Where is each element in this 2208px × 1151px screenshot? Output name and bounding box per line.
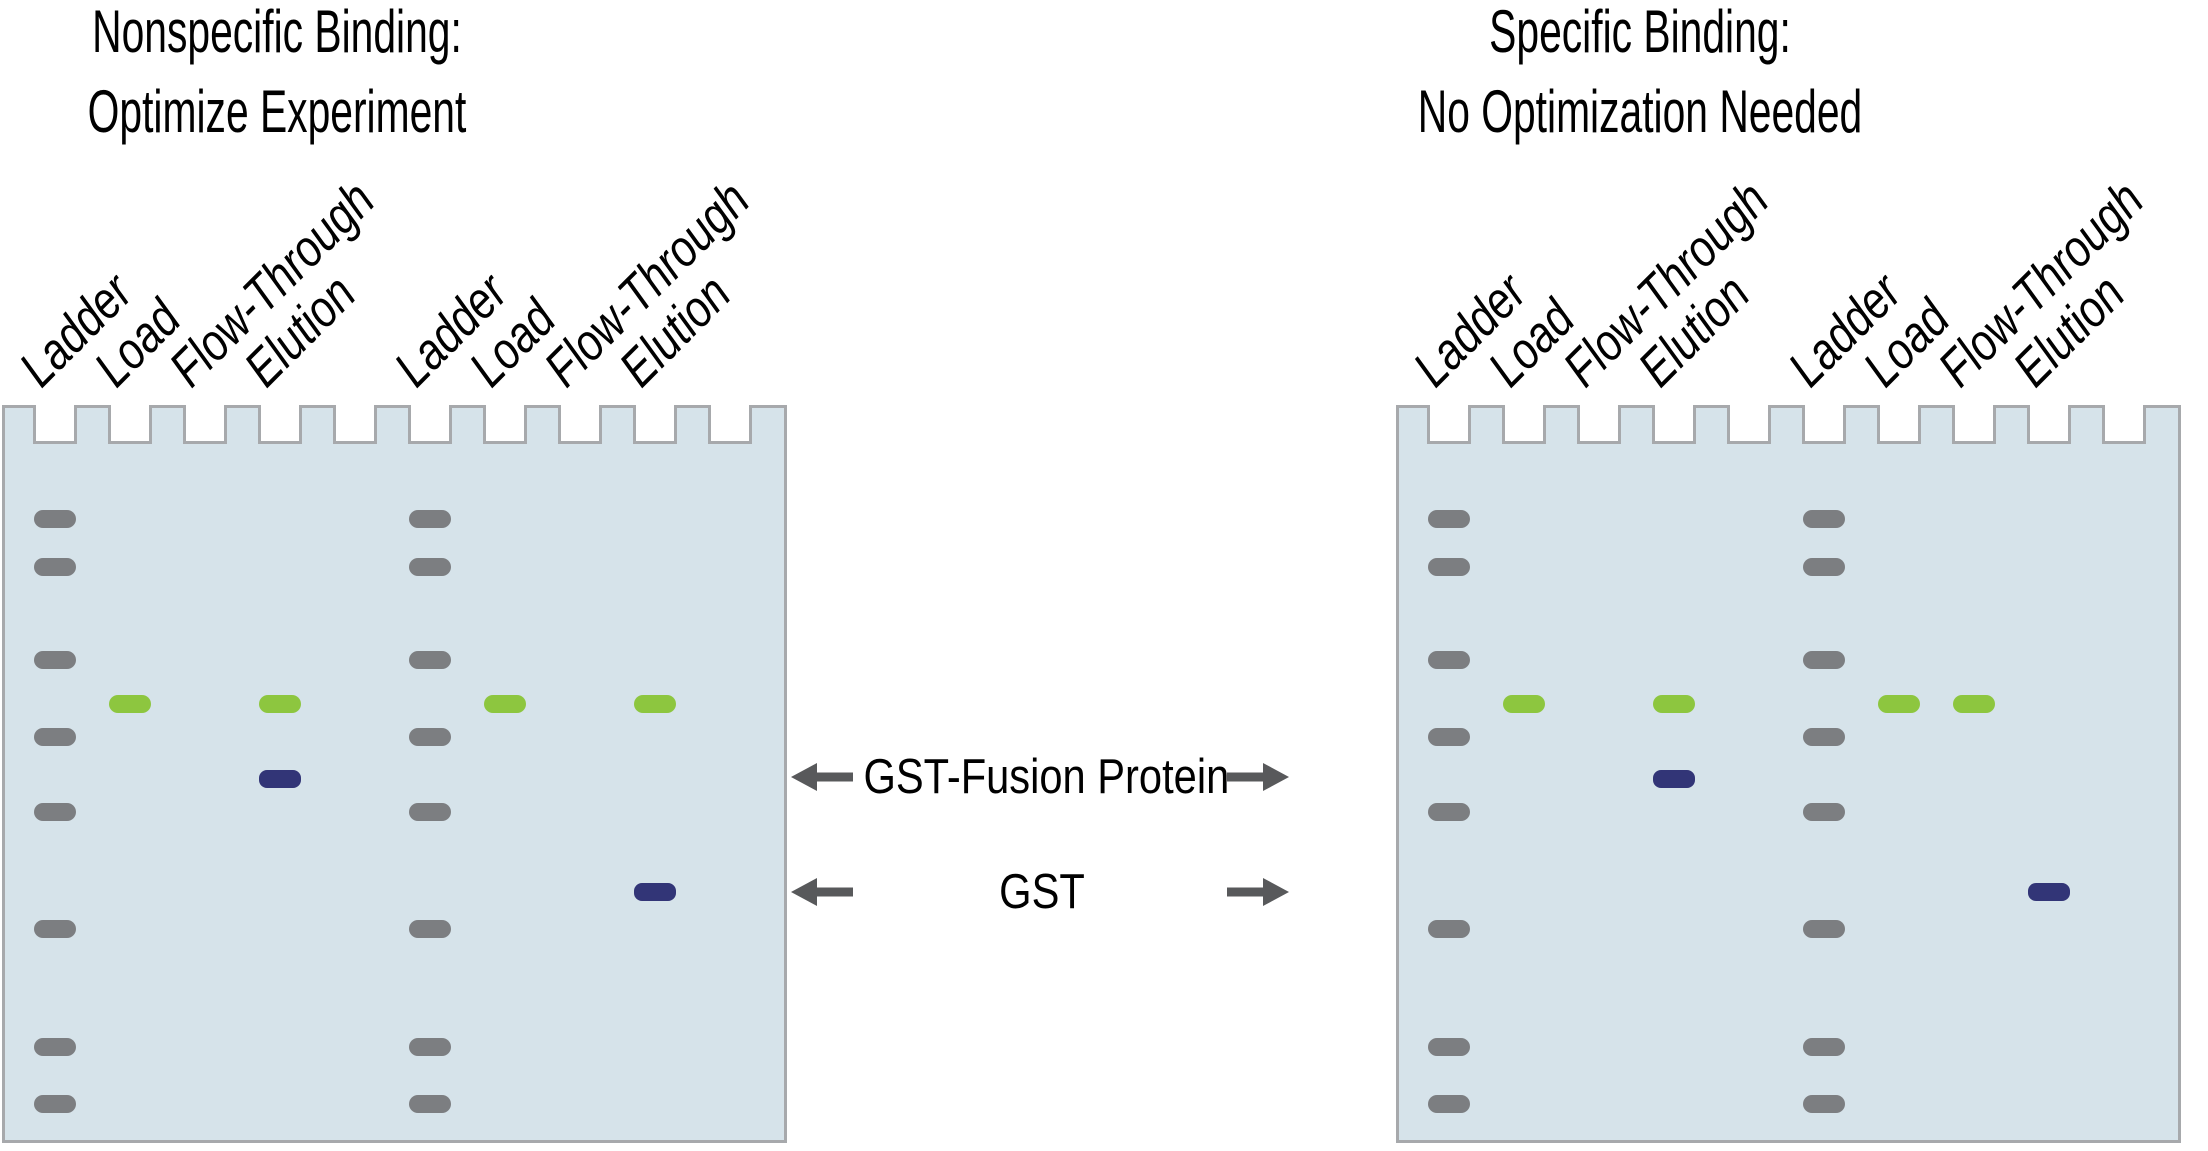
gel-band-gst	[2028, 883, 2070, 901]
right-panel-title: Specific Binding: No Optimization Needed	[1334, 0, 1946, 152]
right-title-line1: Specific Binding:	[1489, 0, 1791, 65]
gel-tooth	[674, 405, 711, 444]
gel-nonspecific	[2, 405, 787, 1143]
gel-tooth	[1768, 405, 1805, 444]
right-title-line2: No Optimization Needed	[1417, 78, 1863, 145]
gel-band-protein	[1653, 695, 1695, 713]
gel-band-protein	[1503, 695, 1545, 713]
gel-band-ladder	[1428, 558, 1470, 576]
gel-tooth	[2068, 405, 2105, 444]
gel-body	[1396, 441, 2181, 1143]
gel-band-ladder	[1803, 1038, 1845, 1056]
gel-tooth	[1693, 405, 1730, 444]
gel-tooth	[374, 405, 411, 444]
arrow-left-icon	[791, 761, 853, 793]
gel-specific	[1396, 405, 2181, 1143]
gel-tooth	[2143, 405, 2181, 444]
gel-band-ladder	[409, 1095, 451, 1113]
gel-band-ladder	[34, 920, 76, 938]
gel-band-ladder	[1428, 728, 1470, 746]
gel-band-ladder	[1428, 510, 1470, 528]
gel-band-ladder	[1428, 920, 1470, 938]
gel-body	[2, 441, 787, 1143]
gel-band-gst	[259, 770, 301, 788]
gel-band-protein	[484, 695, 526, 713]
gel-band-protein	[259, 695, 301, 713]
gel-tooth	[449, 405, 486, 444]
gel-band-ladder	[34, 728, 76, 746]
gel-tooth	[1618, 405, 1655, 444]
left-title-line2: Optimize Experiment	[87, 78, 467, 145]
gel-tooth	[1993, 405, 2030, 444]
gel-band-ladder	[409, 651, 451, 669]
gel-tooth	[1843, 405, 1880, 444]
gel-band-ladder	[409, 803, 451, 821]
gel-band-ladder	[409, 1038, 451, 1056]
gel-band-ladder	[34, 1095, 76, 1113]
gel-band-protein	[634, 695, 676, 713]
gel-band-ladder	[1428, 803, 1470, 821]
gel-tooth	[1543, 405, 1580, 444]
gel-band-ladder	[1803, 651, 1845, 669]
gel-band-ladder	[34, 651, 76, 669]
gel-band-ladder	[34, 558, 76, 576]
gel-tooth	[599, 405, 636, 444]
gst-fusion-protein-label: GST-Fusion Protein	[863, 750, 1230, 804]
gel-band-ladder	[409, 510, 451, 528]
gel-tooth	[224, 405, 261, 444]
left-panel-title: Nonspecific Binding: Optimize Experiment	[0, 0, 583, 152]
gel-band-gst	[1653, 770, 1695, 788]
arrow-right-icon	[1227, 876, 1289, 908]
left-title-line1: Nonspecific Binding:	[92, 0, 462, 65]
gel-band-protein	[1878, 695, 1920, 713]
gel-band-ladder	[1803, 1095, 1845, 1113]
gel-band-ladder	[409, 558, 451, 576]
gel-band-ladder	[34, 510, 76, 528]
gel-tooth	[149, 405, 186, 444]
gel-band-ladder	[1428, 651, 1470, 669]
gel-tooth	[74, 405, 111, 444]
arrow-right-icon	[1227, 761, 1289, 793]
gel-tooth	[749, 405, 787, 444]
gel-tooth	[1918, 405, 1955, 444]
gel-tooth	[1468, 405, 1505, 444]
gel-band-ladder	[1803, 558, 1845, 576]
gel-tooth	[2, 405, 36, 444]
gel-band-protein	[1953, 695, 1995, 713]
gel-band-ladder	[1428, 1038, 1470, 1056]
gel-band-ladder	[1428, 1095, 1470, 1113]
gel-tooth	[524, 405, 561, 444]
gel-band-ladder	[1803, 728, 1845, 746]
gel-band-ladder	[34, 1038, 76, 1056]
gel-band-ladder	[34, 803, 76, 821]
gel-band-ladder	[1803, 510, 1845, 528]
gel-band-ladder	[409, 920, 451, 938]
gst-label: GST	[999, 865, 1085, 919]
gel-band-gst	[634, 883, 676, 901]
gel-tooth	[299, 405, 336, 444]
gel-band-ladder	[409, 728, 451, 746]
gel-band-ladder	[1803, 803, 1845, 821]
gel-tooth	[1396, 405, 1430, 444]
gel-band-protein	[109, 695, 151, 713]
gel-band-ladder	[1803, 920, 1845, 938]
arrow-left-icon	[791, 876, 853, 908]
